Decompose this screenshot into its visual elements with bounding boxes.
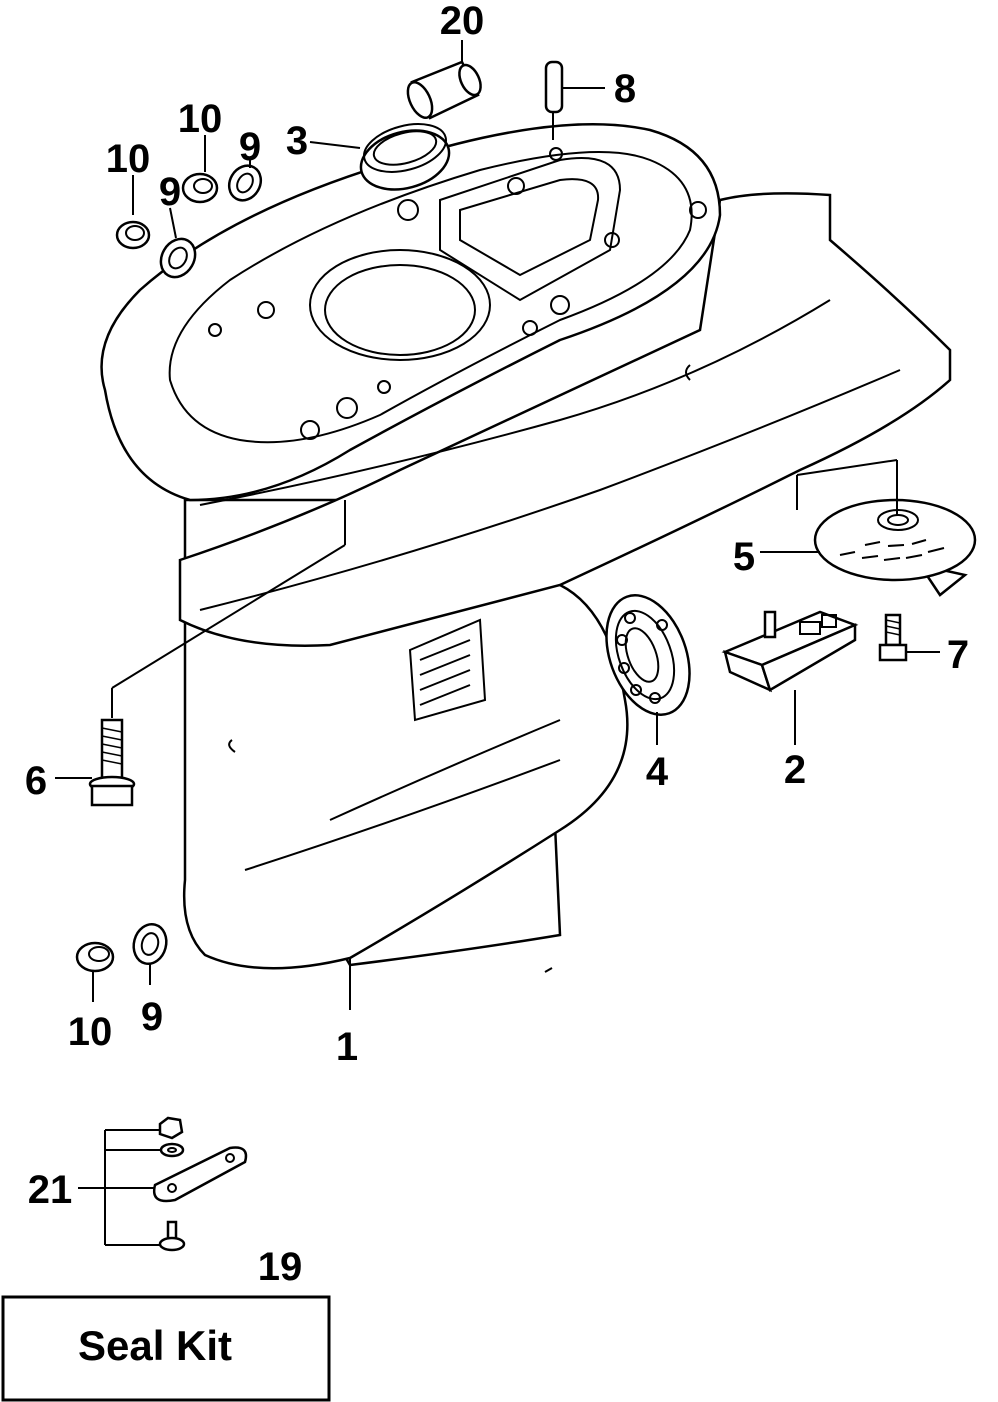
seal-kit-box bbox=[1, 1295, 331, 1402]
part-20-plug bbox=[406, 40, 482, 120]
part-21-cover-plate-kit bbox=[78, 1116, 248, 1252]
part-3-needle-bearing bbox=[309, 123, 451, 191]
callout-9-lower: 9 bbox=[141, 995, 163, 1039]
callout-3: 3 bbox=[286, 119, 308, 163]
callout-4: 4 bbox=[646, 750, 669, 794]
part-4-ball-bearing bbox=[605, 594, 691, 745]
callout-9-right: 9 bbox=[239, 125, 261, 169]
callout-6: 6 bbox=[25, 759, 47, 803]
callout-8: 8 bbox=[614, 67, 636, 111]
part-8-dowel-pin bbox=[544, 60, 605, 140]
part-7-screw bbox=[878, 613, 940, 662]
upper-seal-cluster bbox=[115, 135, 263, 279]
callout-9-left: 9 bbox=[159, 170, 181, 214]
callout-numbers: 20 8 3 10 10 9 9 5 7 4 2 6 10 9 1 21 19 bbox=[25, 0, 969, 1289]
callout-10-lower: 10 bbox=[68, 1010, 113, 1054]
callout-19: 19 bbox=[258, 1245, 303, 1289]
callout-20: 20 bbox=[440, 0, 485, 43]
callout-10-middle: 10 bbox=[178, 97, 223, 141]
callout-7: 7 bbox=[947, 633, 969, 677]
callout-1: 1 bbox=[336, 1025, 358, 1069]
part-6-bolt bbox=[55, 544, 346, 807]
part-2-anode bbox=[721, 610, 859, 745]
callout-2: 2 bbox=[784, 748, 806, 792]
callout-21: 21 bbox=[28, 1168, 73, 1212]
seal-kit-label: Seal Kit bbox=[78, 1322, 232, 1369]
lower-seal-cluster bbox=[75, 922, 168, 1002]
callout-5: 5 bbox=[733, 535, 755, 579]
gearcase-housing bbox=[100, 123, 952, 973]
part-5-cover bbox=[760, 459, 977, 597]
callout-10-left: 10 bbox=[106, 137, 151, 181]
